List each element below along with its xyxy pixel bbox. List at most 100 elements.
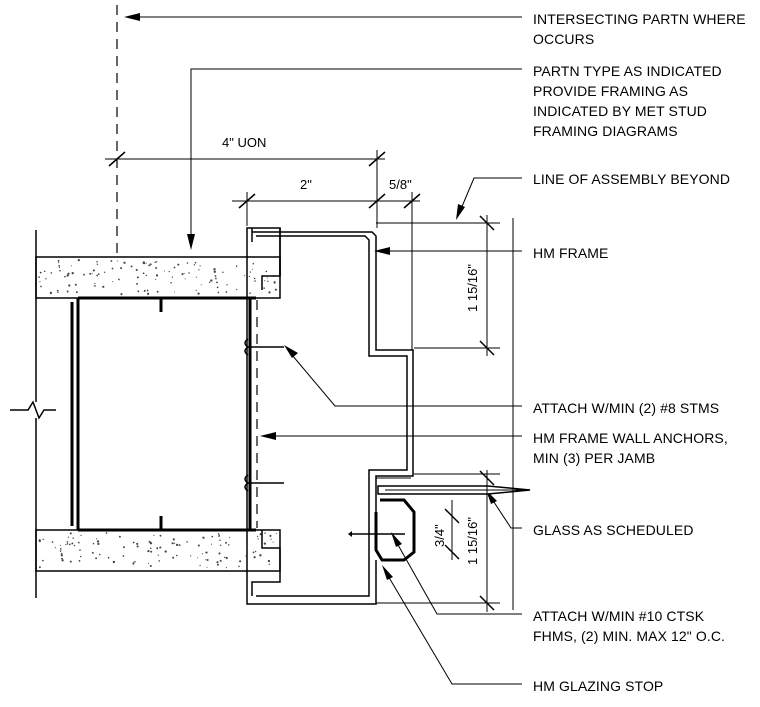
board-speck (216, 561, 219, 564)
board-speck (45, 278, 47, 280)
board-speck (159, 534, 162, 537)
board-hatch (38, 532, 278, 569)
callout-text-line: PROVIDE FRAMING AS (533, 83, 688, 99)
board-speck (274, 288, 277, 291)
board-speck (252, 551, 255, 554)
callout-text-line: FHMS, (2) MIN. MAX 12" O.C. (533, 628, 725, 644)
board-speck (276, 532, 278, 535)
board-speck (158, 560, 160, 562)
board-speck (269, 534, 272, 537)
board-speck (38, 539, 41, 543)
dim-label-rabbet-lower: 1 15/16" (465, 517, 480, 565)
callout-text-line: OCCURS (533, 31, 594, 47)
board-speck (196, 557, 199, 559)
board-speck (71, 542, 74, 545)
board-speck (43, 270, 46, 273)
board-speck (198, 269, 200, 271)
callout-text-line: INTERSECTING PARTN WHERE (533, 11, 746, 27)
board-speck (264, 280, 266, 282)
break-symbol (10, 400, 56, 420)
ctsk-screw-tip (348, 531, 352, 537)
board-speck (164, 550, 167, 553)
callout-text-line: HM FRAME (533, 245, 608, 261)
board-speck (50, 272, 53, 274)
board-speck (69, 543, 71, 546)
board-speck (148, 264, 150, 267)
callout-wall-anchors: HM FRAME WALL ANCHORS, MIN (3) PER JAMB (533, 430, 728, 466)
board-speck (54, 547, 56, 549)
board-speck (142, 261, 145, 264)
board-speck (147, 549, 150, 553)
board-speck (155, 267, 158, 269)
board-speck (172, 538, 175, 541)
board-speck (110, 260, 113, 262)
board-speck (96, 538, 98, 540)
board-speck (93, 285, 96, 287)
board-speck (251, 268, 253, 270)
board-speck (155, 279, 157, 281)
board-speck (254, 280, 256, 282)
callout-text-line: GLASS AS SCHEDULED (533, 522, 694, 538)
dimension-upper-rabbet: 1 15/16" (376, 215, 500, 356)
board-speck (130, 265, 133, 268)
board-speck (174, 291, 176, 293)
board-speck (199, 265, 201, 267)
dimension-lower: 3/4" 1 15/16" (376, 470, 500, 612)
callout-text-line: HM FRAME WALL ANCHORS, (533, 430, 728, 446)
board-speck (96, 261, 98, 263)
board-speck (79, 555, 82, 558)
board-speck (153, 534, 155, 536)
board-speck (216, 281, 218, 284)
board-speck (267, 280, 269, 283)
leader-arrowhead (456, 204, 465, 220)
board-speck (228, 537, 230, 539)
frame-stop-profile (252, 231, 414, 520)
board-speck (64, 275, 66, 278)
board-speck (57, 259, 60, 262)
board-speck (214, 275, 217, 277)
board-speck (78, 560, 81, 562)
board-speck (59, 550, 62, 552)
board-speck (149, 542, 153, 545)
board-speck (171, 276, 174, 278)
board-speck (201, 553, 203, 555)
board-speck (60, 554, 63, 557)
board-speck (217, 291, 220, 294)
board-speck (176, 554, 178, 557)
board-speck (150, 550, 153, 553)
board-speck (137, 290, 140, 293)
board-speck (73, 544, 76, 547)
board-speck (253, 277, 256, 280)
frame-inner-profile (256, 235, 408, 597)
board-speck (156, 547, 159, 550)
board-speck (89, 272, 92, 275)
board-speck (199, 564, 201, 567)
board-speck (96, 540, 100, 543)
callout-line-of-assembly: LINE OF ASSEMBLY BEYOND (533, 171, 730, 187)
callout-text-line: ATTACH W/MIN (2) #8 STMS (533, 400, 719, 416)
board-speck (149, 547, 152, 550)
board-speck (69, 532, 72, 535)
board-speck (134, 561, 136, 563)
board-speck (274, 282, 276, 284)
board-speck (136, 542, 139, 545)
board-speck (92, 542, 95, 545)
board-speck (42, 538, 45, 541)
dim-label-glass-offset: 3/4" (432, 524, 447, 547)
board-speck (112, 280, 114, 283)
board-speck (157, 554, 159, 556)
callout-attach-stms: ATTACH W/MIN (2) #8 STMS (533, 400, 719, 416)
board-speck (148, 562, 150, 564)
board-speck (219, 559, 222, 562)
board-speck (79, 549, 81, 551)
callout-text-line: LINE OF ASSEMBLY BEYOND (533, 171, 730, 187)
board-speck (245, 555, 247, 557)
board-speck (118, 535, 121, 538)
board-speck (248, 275, 251, 278)
hm-frame (246, 227, 414, 605)
board-speck (40, 285, 42, 288)
board-speck (215, 277, 217, 280)
board-speck (225, 541, 227, 544)
dim-label-rabbet-upper: 1 15/16" (465, 264, 480, 312)
board-speck (168, 270, 170, 273)
